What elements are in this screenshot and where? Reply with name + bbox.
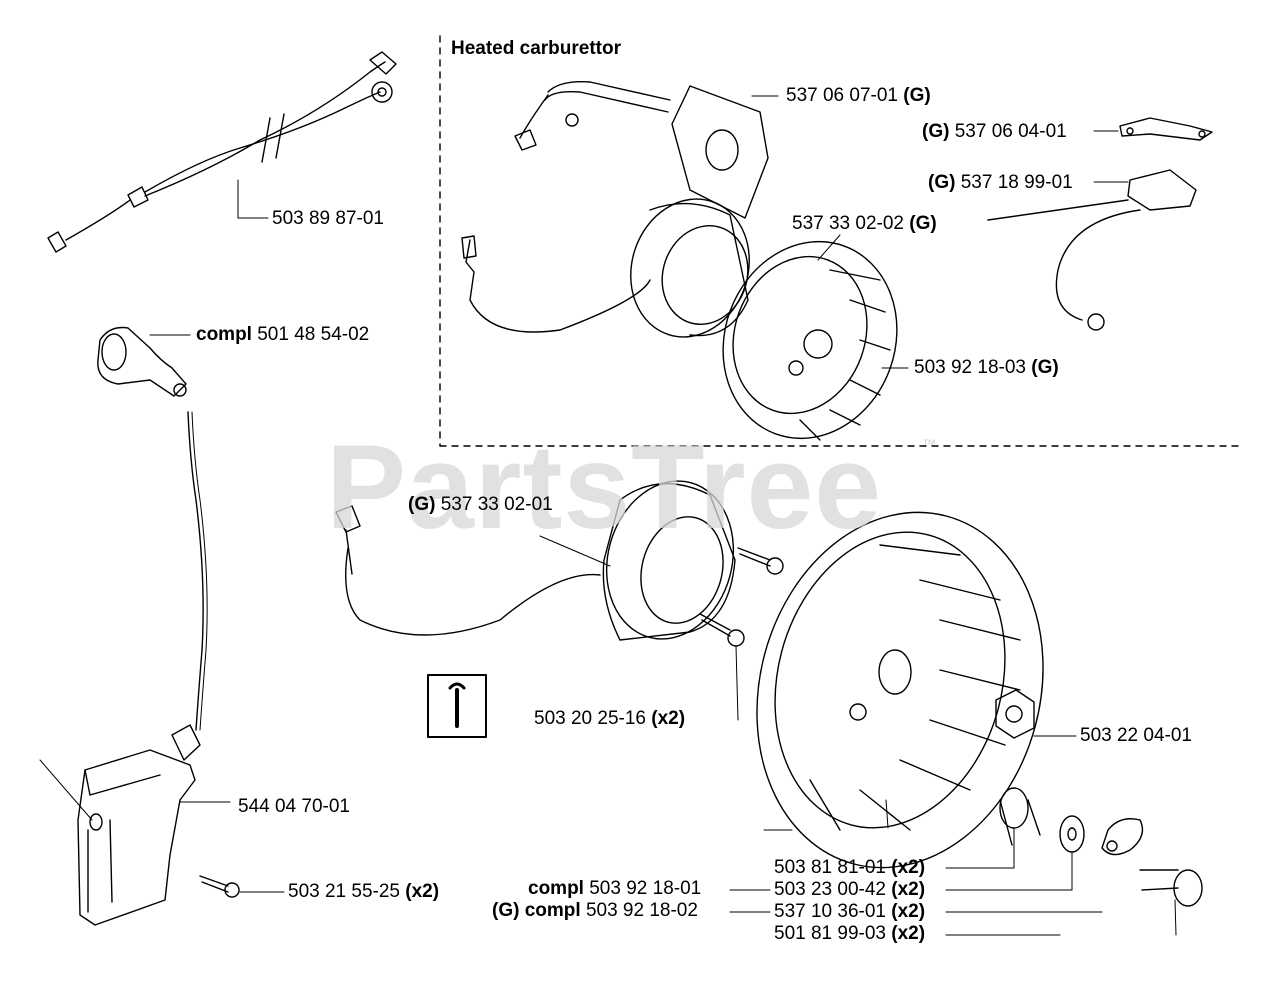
ignition-module-part [40, 725, 200, 925]
part-label-wire-harness[interactable]: 503 89 87-01 [272, 208, 384, 229]
flywheel-main-part [718, 480, 1082, 900]
wire-harness-part [48, 52, 396, 252]
module-screw-part [200, 876, 239, 897]
heated-carburettor-heading: Heated carburettor [451, 38, 621, 59]
part-label-generator-ring-upper[interactable]: 537 33 02-02 (G) [792, 213, 937, 234]
part-label-flywheel-compl[interactable]: compl 503 92 18-01 [528, 878, 702, 899]
part-label-flywheel-compl-g[interactable]: (G) compl 503 92 18-02 [492, 900, 698, 921]
part-label-ignition-module[interactable]: 544 04 70-01 [238, 796, 350, 817]
tool-icon [428, 675, 486, 737]
pawl-pin-part [1140, 870, 1202, 935]
spacer-part [1000, 788, 1040, 845]
bracket-part [1120, 118, 1212, 140]
thermostat-part [988, 170, 1196, 330]
part-label-washer[interactable]: 503 23 00-42 (x2) [774, 879, 926, 900]
part-label-flywheel-upper[interactable]: 503 92 18-03 (G) [914, 357, 1059, 378]
heater-plate-part [515, 82, 768, 218]
watermark-trademark: ™ [922, 436, 936, 452]
starter-pawl-part [1102, 819, 1142, 855]
watermark: PartsTree [326, 420, 883, 554]
part-label-pawl[interactable]: 537 10 36-01 (x2) [774, 901, 926, 922]
ignition-lead [188, 412, 203, 730]
heated-carburettor-box [440, 36, 1244, 446]
flywheel-nut-part [996, 690, 1034, 738]
part-label-generator-ring-lower[interactable]: (G) 537 33 02-01 [408, 494, 553, 515]
part-label-flywheel-screws[interactable]: 503 20 25-16 (x2) [534, 708, 686, 729]
part-label-spacer[interactable]: 503 81 81-01 (x2) [774, 857, 926, 878]
part-label-module-screw[interactable]: 503 21 55-25 (x2) [288, 881, 440, 902]
part-label-bracket[interactable]: (G) 537 06 04-01 [922, 121, 1067, 142]
part-label-flywheel-nut[interactable]: 503 22 04-01 [1080, 725, 1192, 746]
generator-ring-upper-part [462, 184, 767, 353]
leader-lines [150, 96, 1128, 935]
part-label-spark-cap[interactable]: compl 501 48 54-02 [196, 324, 370, 345]
part-label-heater-plate[interactable]: 537 06 07-01 (G) [786, 85, 931, 106]
part-label-pawl-pin[interactable]: 501 81 99-03 (x2) [774, 923, 926, 944]
spark-plug-cap-part [98, 328, 186, 397]
flywheel-screws-part [700, 548, 783, 720]
part-label-thermostat[interactable]: (G) 537 18 99-01 [928, 172, 1073, 193]
generator-ring-lower-part [336, 467, 751, 654]
washer-part [1060, 816, 1084, 852]
flywheel-upper-part [696, 217, 924, 463]
